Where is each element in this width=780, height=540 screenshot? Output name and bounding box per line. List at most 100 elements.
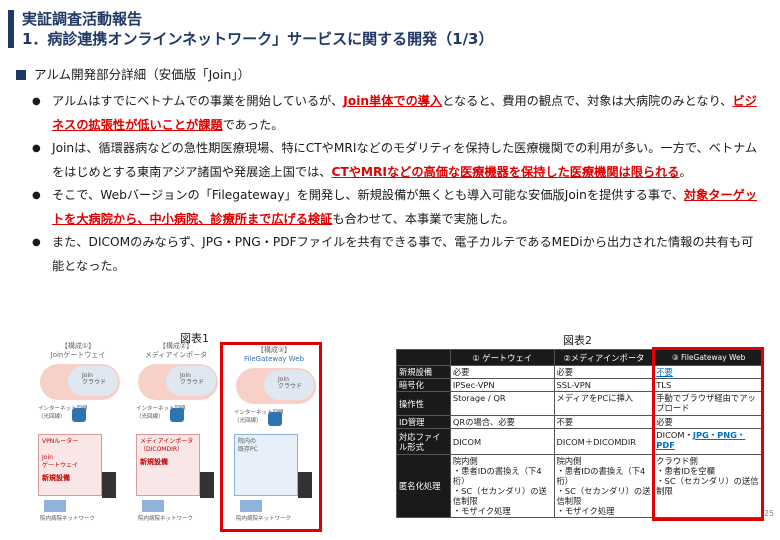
hospital-icon — [240, 500, 262, 512]
bullet-item: ● そこで、Webバージョンの「Filegateway」を開発し、新規設備が無くと… — [30, 184, 760, 231]
table-cell: 必要 — [553, 365, 655, 379]
bullet-list: ● アルムはすでにベトナムでの事業を開始しているが、Join単体での導入となると、… — [30, 90, 760, 278]
table-cell: 院内側 ・患者IDの書換え（下4桁） ・SC（セカンダリ）の送信制限 ・モザイク… — [553, 454, 655, 518]
section-heading: アルム開発部分詳細（安価版「Join」） — [16, 66, 250, 84]
router-icon — [170, 408, 184, 422]
row-header: 対応ファイル形式 — [396, 428, 451, 455]
figure1-panel-3: 【構成③】 FileGateway Web Join クラウド インターネット回… — [220, 342, 322, 532]
table-header-cell — [396, 349, 451, 366]
bullet-item: ● アルムはすでにベトナムでの事業を開始しているが、Join単体での導入となると、… — [30, 90, 760, 137]
file-format-plain: DICOM・ — [656, 430, 693, 440]
emphasis-text: CTやMRIなどの高価な医療機器を保持した医療機関は限られる — [331, 164, 680, 179]
title-line-1: 実証調査活動報告 — [22, 10, 143, 28]
server-icon — [102, 472, 116, 498]
title-accent-bar — [8, 10, 14, 48]
cloud-icon — [68, 366, 118, 396]
square-bullet-icon — [16, 70, 26, 80]
table-header-cell: ②メディアインポータ — [553, 349, 655, 366]
hospital-icon — [142, 500, 164, 512]
panel1-cloud-label: Join クラウド — [82, 372, 107, 386]
panel1-new-label: 新規設備 — [42, 474, 70, 482]
panel3-cloud-label: Join クラウド — [278, 376, 303, 390]
panel2-bottom: 院内病院ネットワーク — [138, 516, 194, 522]
table-cell: 不要 — [553, 415, 655, 429]
bullet-text: 。 — [679, 164, 692, 179]
row-header: 新規設備 — [396, 365, 451, 379]
bullet-dot-icon: ● — [32, 190, 41, 201]
bullet-text: アルムはすでにベトナムでの事業を開始しているが、 — [52, 94, 344, 108]
router-icon — [268, 412, 282, 426]
title-line-2: 1．病診連携オンラインネットワーク」サービスに関する開発（1/3） — [22, 30, 494, 48]
table-cell: SSL-VPN — [553, 378, 655, 392]
panel2-cloud-label: Join クラウド — [180, 372, 205, 386]
highlight-frame — [652, 347, 764, 521]
file-format-link: JPG・PNG・PDF — [656, 430, 746, 450]
router-icon — [72, 408, 86, 422]
panel2-net-label: インターネット回線 （光回線） — [136, 406, 186, 420]
row-header: 操作性 — [396, 391, 451, 416]
table-cell: QRの場合、必要 — [449, 415, 555, 429]
bullet-text: となると、費用の観点で、対象は大病院のみとなり、 — [442, 94, 733, 108]
table-cell: DICOM＋DICOMDIR — [553, 428, 655, 455]
panel1-title1: 【構成①】 — [60, 342, 96, 350]
row-header: 暗号化 — [396, 378, 451, 392]
server-icon — [298, 472, 312, 498]
panel3-title2: FileGateway Web — [243, 355, 305, 363]
row-header: 匿名化処理 — [396, 454, 451, 518]
panel3-bottom: 院内病院ネットワーク — [236, 516, 292, 522]
table-cell: IPSec-VPN — [449, 378, 555, 392]
figure1: 【構成①】 Joinゲートウェイ Join クラウド インターネット回線 （光回… — [30, 342, 330, 532]
panel2-title1: 【構成②】 — [158, 342, 194, 350]
panel2-box-text: メディアインポータ （DICOMDIR） — [140, 438, 194, 453]
table-cell: メディアをPCに挿入 — [553, 391, 655, 416]
page-title: 実証調査活動報告 1．病診連携オンラインネットワーク」サービスに関する開発（1/… — [22, 9, 494, 49]
bullet-dot-icon: ● — [32, 143, 41, 154]
bullet-text: も合わせて、本事業で実施した。 — [332, 211, 515, 226]
bullet-text: であった。 — [222, 117, 284, 132]
table-row: 匿名化処理 院内側 ・患者IDの書換え（下4桁） ・SC（セカンダリ）の送信制限… — [396, 454, 764, 518]
table-cell: Storage / QR — [449, 391, 555, 416]
table-row: 操作性 Storage / QR メディアをPCに挿入 手動でブラウザ経由でアッ… — [396, 391, 764, 416]
panel3-title1: 【構成③】 — [256, 346, 292, 354]
table-cell: 院内側 ・患者IDの書換え（下4桁） ・SC（セカンダリ）の送信制限 ・モザイク… — [449, 454, 555, 518]
bullet-text: そこで、Webバージョンの「Filegateway」を開発し、新規設備が無くとも… — [52, 188, 684, 202]
table-header-cell: ① ゲートウェイ — [449, 349, 555, 366]
server-icon — [200, 472, 214, 498]
comparison-table: ① ゲートウェイ ②メディアインポータ ③ FileGateway Web 新規… — [396, 349, 764, 518]
table-cell: 必要 — [449, 365, 555, 379]
table-row: 新規設備 必要 必要 不要 — [396, 365, 764, 379]
emphasis-text: 対象ターゲットを大病院から、中小病院、診療所まで広げる検証 — [52, 188, 758, 226]
highlight-frame — [220, 342, 322, 532]
figure2-label: 図表2 — [563, 334, 592, 347]
cloud-icon — [166, 366, 216, 396]
emphasis-text: ビジネスの拡張性が低いことが課題 — [52, 94, 757, 132]
emphasis-text: Join単体での導入 — [343, 94, 443, 108]
panel1-box-text: VPNルーター Join ゲートウェイ — [42, 438, 79, 469]
table-row: ID管理 QRの場合、必要 不要 必要 — [396, 415, 764, 429]
panel2-new-label: 新規設備 — [140, 458, 168, 466]
panel3-box-text: 院内の 既存PC — [238, 438, 258, 453]
panel1-bottom: 院内病院ネットワーク — [40, 516, 96, 522]
figure1-panel-2: 【構成②】 メディアインポータ Join クラウド インターネット回線 （光回線… — [128, 342, 224, 530]
panel3-box: 院内の 既存PC — [234, 434, 298, 496]
bullet-item: ● Joinは、循環器病などの急性期医療現場、特にCTやMRIなどのモダリティを保… — [30, 137, 760, 184]
bullet-item: ● また、DICOMのみならず、JPG・PNG・PDFファイルを共有できる事で、電… — [30, 231, 760, 278]
section-title: アルム開発部分詳細（安価版「Join」） — [34, 67, 251, 82]
panel1-title2: Joinゲートウェイ — [50, 351, 106, 359]
panel1-net-label: インターネット回線 （光回線） — [38, 406, 88, 420]
panel2-title2: メディアインポータ — [144, 351, 208, 359]
bullet-dot-icon: ● — [32, 96, 41, 107]
hospital-icon — [44, 500, 66, 512]
page-number: 25 — [763, 509, 774, 518]
bullet-text: また、DICOMのみならず、JPG・PNG・PDFファイルを共有できる事で、電子… — [52, 235, 754, 273]
row-header: ID管理 — [396, 415, 451, 429]
cloud-icon — [264, 370, 314, 400]
table-cell: DICOM — [449, 428, 555, 455]
figure1-label: 図表1 — [180, 332, 209, 345]
bullet-dot-icon: ● — [32, 237, 41, 248]
panel1-box: VPNルーター Join ゲートウェイ 新規設備 — [38, 434, 102, 496]
panel3-net-label: インターネット回線 （光回線） — [234, 410, 284, 424]
figure1-panel-1: 【構成①】 Joinゲートウェイ Join クラウド インターネット回線 （光回… — [30, 342, 126, 530]
bullet-text: Joinは、循環器病などの急性期医療現場、特にCTやMRIなどのモダリティを保持… — [52, 141, 758, 179]
panel2-box: メディアインポータ （DICOMDIR） 新規設備 — [136, 434, 200, 496]
